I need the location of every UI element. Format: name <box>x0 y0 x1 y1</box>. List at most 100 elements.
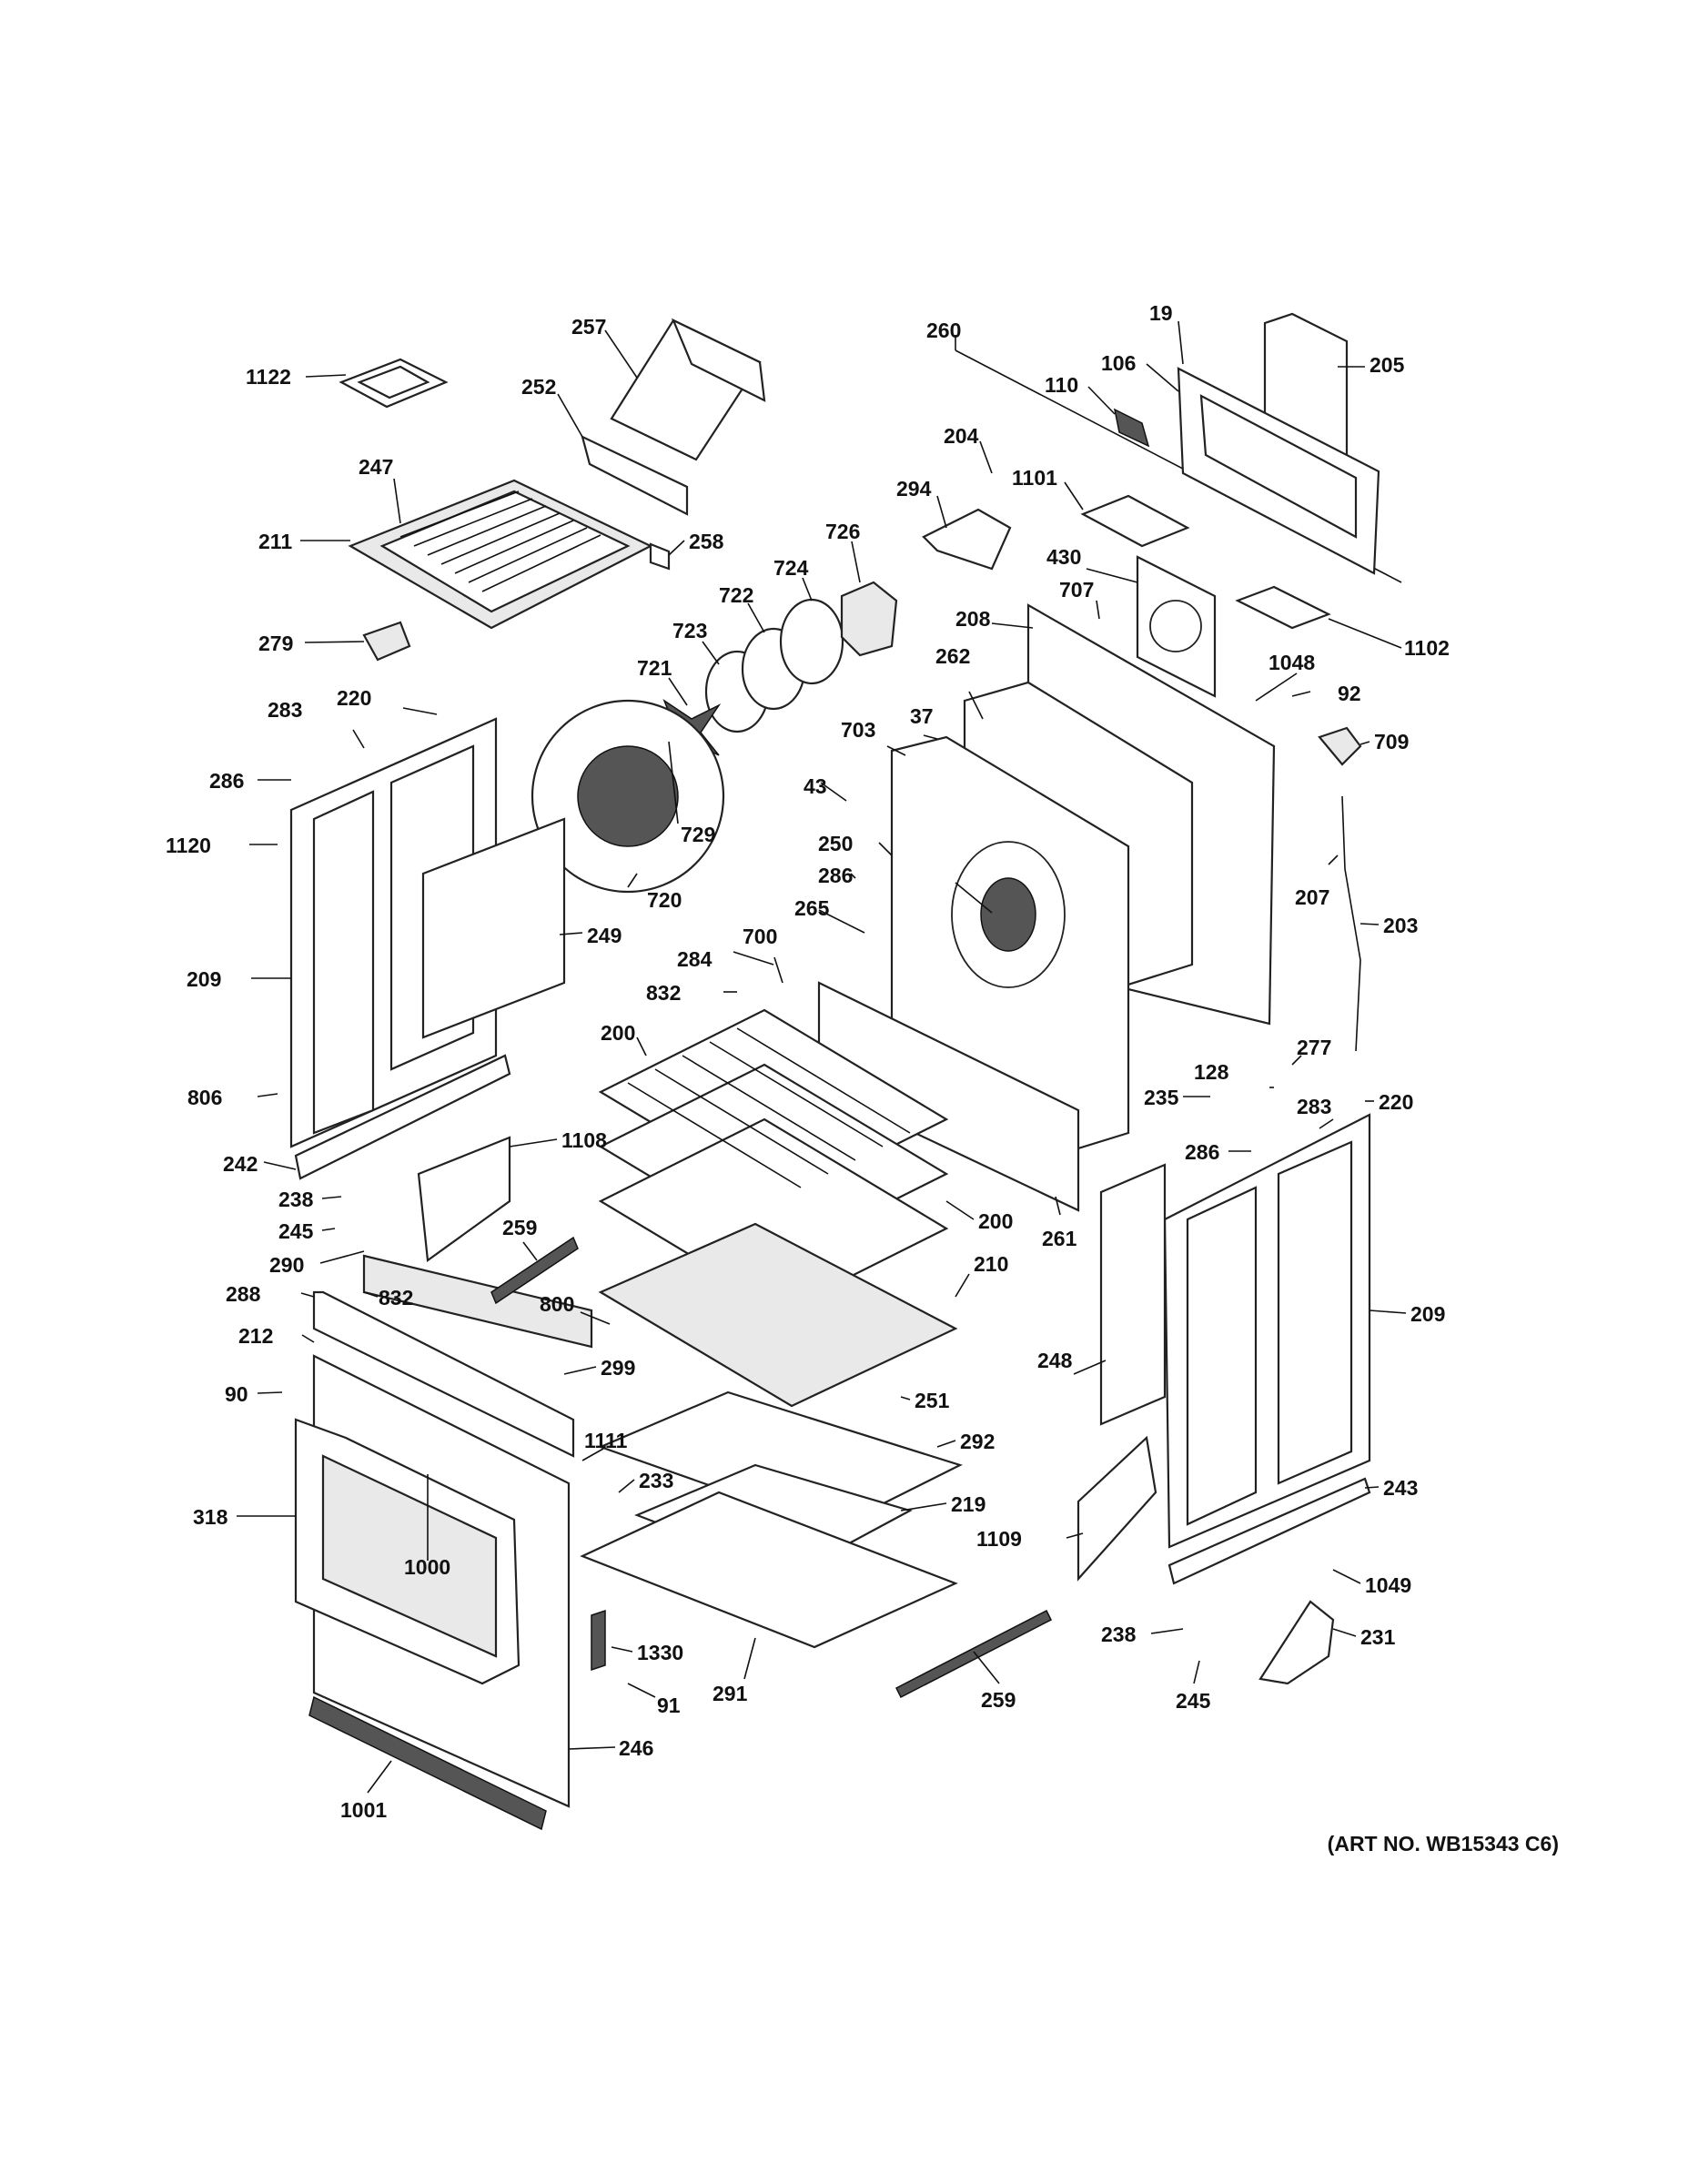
callout-294: 294 <box>896 477 932 500</box>
callout-1330: 1330 <box>637 1641 683 1664</box>
callout-258: 258 <box>689 530 724 553</box>
part-110-terminal <box>1113 408 1150 448</box>
callout-288: 288 <box>226 1282 261 1306</box>
callout-92: 92 <box>1338 682 1361 705</box>
part-231-bracket <box>1258 1600 1335 1685</box>
callout-210: 210 <box>974 1252 1008 1276</box>
callout-245-b: 245 <box>1176 1689 1211 1713</box>
part-1109-shield <box>1076 1435 1157 1582</box>
callout-1000: 1000 <box>404 1555 450 1579</box>
callout-299: 299 <box>601 1356 635 1380</box>
part-243-rail <box>1167 1477 1371 1585</box>
art-number-label: (ART NO. WB15343 C6) <box>1327 1832 1559 1855</box>
callout-209-left: 209 <box>187 967 221 991</box>
callout-1108: 1108 <box>561 1128 607 1152</box>
part-726-motor <box>840 581 898 657</box>
callout-286-b: 286 <box>818 864 853 887</box>
callout-290: 290 <box>269 1253 304 1277</box>
callout-248: 248 <box>1037 1349 1073 1372</box>
leader-lines <box>237 320 1407 1794</box>
callout-204: 204 <box>944 424 979 448</box>
part-279-switch <box>362 621 411 662</box>
callout-219: 219 <box>951 1492 986 1516</box>
callout-233: 233 <box>639 1469 673 1492</box>
callout-246: 246 <box>619 1736 653 1760</box>
part-291-base <box>580 1491 958 1649</box>
part-252-bracket <box>581 434 689 516</box>
part-709-seal <box>1318 726 1362 766</box>
callout-806: 806 <box>187 1086 222 1109</box>
callout-1101: 1101 <box>1012 466 1057 490</box>
part-249-rack-supports <box>421 817 566 1039</box>
part-258-clip <box>649 542 671 571</box>
callout-257: 257 <box>571 315 606 339</box>
callout-292: 292 <box>960 1430 995 1453</box>
callout-1109: 1109 <box>976 1527 1022 1551</box>
callout-1048: 1048 <box>1269 651 1315 674</box>
callout-726: 726 <box>825 520 860 543</box>
callout-212: 212 <box>238 1324 273 1348</box>
callout-19: 19 <box>1149 301 1173 325</box>
callout-722: 722 <box>719 583 753 607</box>
callout-283: 283 <box>268 698 302 722</box>
part-1330-latch <box>591 1609 606 1672</box>
callout-243: 243 <box>1383 1476 1418 1500</box>
callout-247: 247 <box>359 455 393 479</box>
part-drawings <box>289 312 1402 1831</box>
callout-832: 832 <box>646 981 681 1005</box>
callout-709: 709 <box>1374 730 1409 753</box>
part-1001-vent <box>308 1695 547 1831</box>
part-242-rail <box>294 1054 511 1180</box>
callout-90: 90 <box>225 1382 248 1406</box>
callout-260: 260 <box>926 318 961 342</box>
callout-207: 207 <box>1295 885 1329 909</box>
callout-208: 208 <box>955 607 991 631</box>
callout-721: 721 <box>637 656 672 680</box>
callout-200: 200 <box>601 1021 635 1045</box>
callout-1049: 1049 <box>1365 1573 1411 1597</box>
callout-91: 91 <box>657 1694 681 1717</box>
callout-245: 245 <box>278 1219 314 1243</box>
callout-703: 703 <box>841 718 875 742</box>
callout-723: 723 <box>672 619 707 642</box>
callout-729: 729 <box>681 823 715 846</box>
part-203-harness <box>1341 795 1361 1052</box>
callout-720: 720 <box>647 888 682 912</box>
callout-279: 279 <box>258 632 293 655</box>
callout-220-b: 220 <box>1379 1090 1413 1114</box>
callout-1120: 1120 <box>166 834 211 857</box>
callout-211: 211 <box>258 530 292 553</box>
callout-249: 249 <box>587 924 622 947</box>
callout-277: 277 <box>1297 1036 1331 1059</box>
part-1102-shield <box>1235 585 1331 630</box>
callout-318: 318 <box>193 1505 228 1529</box>
callout-238-b: 238 <box>1101 1623 1137 1646</box>
part-1108-shield <box>417 1136 511 1263</box>
callout-200-b: 200 <box>978 1209 1013 1233</box>
part-290-trim <box>362 1254 593 1349</box>
callout-707: 707 <box>1059 578 1094 602</box>
part-259-rail-upper <box>490 1236 579 1305</box>
callout-291: 291 <box>713 1682 748 1705</box>
callout-286-c: 286 <box>1185 1140 1219 1164</box>
part-288-frame <box>312 1290 575 1458</box>
part-210-tray <box>598 1222 958 1408</box>
callout-265: 265 <box>794 896 830 920</box>
callout-700: 700 <box>743 925 777 948</box>
callout-labels: 1122 257 252 247 211 258 279 260 19 106 … <box>166 301 1450 1822</box>
callout-283-b: 283 <box>1297 1095 1331 1118</box>
callout-261: 261 <box>1042 1227 1077 1250</box>
callout-242: 242 <box>223 1152 258 1176</box>
callout-238: 238 <box>278 1188 314 1211</box>
callout-286: 286 <box>209 769 244 793</box>
callout-724: 724 <box>773 556 809 580</box>
callout-231: 231 <box>1360 1625 1396 1649</box>
callout-128: 128 <box>1194 1060 1229 1084</box>
callout-262: 262 <box>935 644 970 668</box>
callout-259-b: 259 <box>981 1688 1016 1712</box>
callout-1122: 1122 <box>246 365 291 389</box>
callout-203: 203 <box>1383 914 1418 937</box>
callout-250: 250 <box>818 832 853 855</box>
callout-800: 800 <box>540 1292 574 1316</box>
